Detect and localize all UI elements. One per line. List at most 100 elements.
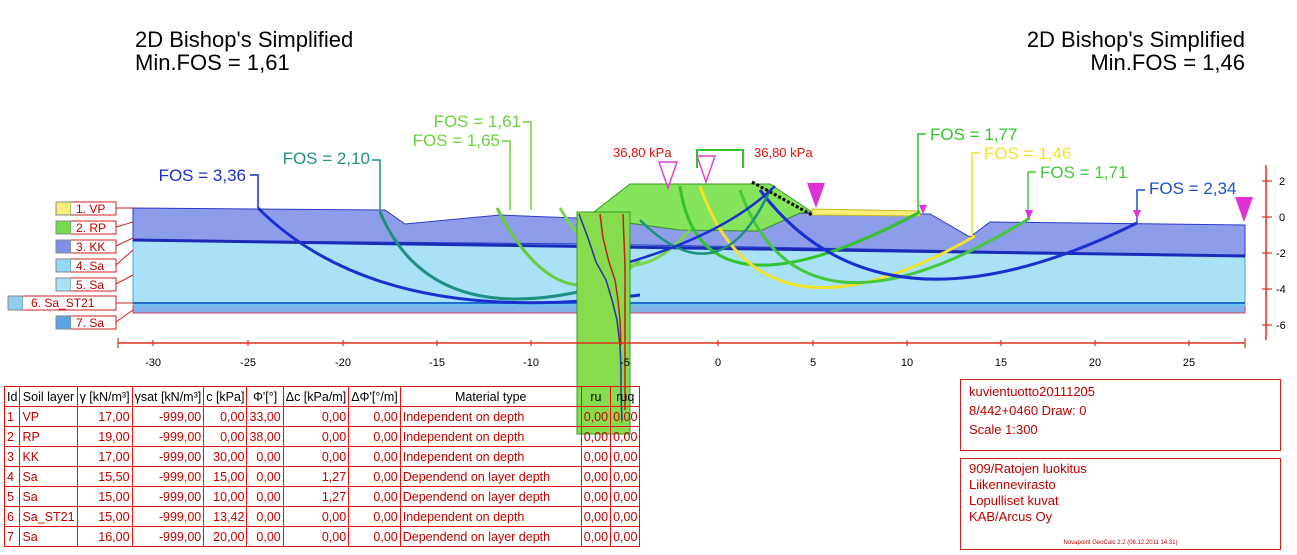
y-tick-label: -4: [1276, 284, 1286, 296]
cell: Independent on depth: [399, 406, 582, 427]
x-tick-label: -25: [240, 357, 256, 369]
cell: 33,00: [246, 406, 284, 427]
cell: -999,00: [131, 446, 205, 467]
left-title-method: 2D Bishop's Simplified: [135, 27, 354, 52]
cell: 0,00: [348, 506, 401, 527]
fos-177-leader: [917, 133, 926, 212]
legend-swatch-2: [55, 220, 72, 235]
cell: 17,00: [76, 406, 133, 427]
x-tick-label: 0: [715, 357, 721, 369]
y-tick-label: -2: [1276, 248, 1286, 260]
cell: Dependend on layer depth: [399, 486, 582, 507]
cell: 0,00: [348, 466, 401, 487]
fos-165-leader: [502, 140, 511, 210]
cell: -999,00: [131, 426, 205, 447]
legend-swatch-4: [55, 258, 72, 273]
col-header: ruq: [610, 386, 641, 407]
load-triangle-mid: [695, 155, 717, 185]
load-bracket: [696, 149, 744, 168]
x-tick-label: -10: [523, 357, 539, 369]
col-header: c [kPa]: [203, 386, 248, 407]
legend-label-2: 2. RP: [76, 221, 106, 235]
cell: 7: [3, 526, 21, 547]
cell: 0,00: [580, 406, 612, 427]
x-tick-label: 25: [1183, 357, 1195, 369]
fos-label-210: FOS = 2,10: [283, 149, 370, 168]
cell: 0,00: [580, 506, 612, 527]
legend-swatch-5: [55, 277, 72, 292]
cell: 10,00: [203, 486, 248, 507]
legend-label-7: 7. Sa: [76, 316, 104, 330]
cell: 0,00: [348, 526, 401, 547]
cell: 0,00: [610, 426, 641, 447]
software-footer: Novapoint GeoCalc 2.2 (06.12.2011 14:31): [1063, 540, 1178, 546]
cell: 0,00: [580, 526, 612, 547]
cell: 0,00: [282, 446, 350, 467]
legend-tag-5: [71, 277, 117, 292]
x-tick-label: 15: [995, 357, 1007, 369]
cell: 2: [3, 426, 21, 447]
cell: Dependend on layer depth: [399, 466, 582, 487]
cell: 0,00: [348, 426, 401, 447]
cell: Sa_ST21: [19, 506, 78, 527]
cell: -999,00: [131, 486, 205, 507]
small-marker-3: [1133, 210, 1141, 219]
info-line-scale: Scale 1:300: [969, 422, 1038, 437]
fos-label-177: FOS = 1,77: [930, 125, 1017, 144]
fos-234-leader: [1136, 189, 1145, 223]
load-label-right: 36,80 kPa: [754, 145, 813, 160]
profile-curve-red-2: [622, 213, 626, 410]
legend-swatch-1: [55, 201, 72, 216]
profile-curve-red-1: [599, 213, 622, 346]
col-header: Soil layer: [19, 386, 78, 407]
cell: 6: [3, 506, 21, 527]
slip-circle-fos-234: [758, 189, 1138, 281]
cell: RP: [19, 426, 78, 447]
left-title: 2D Bishop's Simplified Min.FOS = 1,61: [135, 28, 353, 74]
fos-210-leader: [372, 159, 381, 212]
fos-label-161: FOS = 1,61: [434, 112, 521, 131]
dotted-slope: [751, 180, 813, 217]
cell: 0,00: [580, 486, 612, 507]
legend-tag-3: [71, 239, 117, 254]
cell: 1,27: [282, 466, 350, 487]
cell: 38,00: [246, 426, 284, 447]
small-marker-2: [1025, 210, 1033, 219]
y-tick-label: 0: [1279, 212, 1285, 224]
fos-label-336: FOS = 3,36: [159, 166, 246, 185]
right-title: 2D Bishop's Simplified Min.FOS = 1,46: [1027, 28, 1245, 74]
small-marker-1: [919, 205, 927, 214]
cell: 0,00: [246, 486, 284, 507]
cell: VP: [19, 406, 78, 427]
x-tick-label: -30: [145, 357, 161, 369]
cell: 0,00: [610, 446, 641, 467]
cell: -999,00: [131, 466, 205, 487]
slip-circle-right-dark: [639, 189, 772, 255]
cell: Dependend on layer depth: [399, 526, 582, 547]
x-axis-ticks: -30 -25 -20 -15 -10 -5 0 5 10 15 20 25: [145, 357, 1195, 369]
legend-label-1: 1. VP: [76, 202, 105, 216]
slip-circle-fos-210: [378, 211, 596, 301]
load-label-left: 36,80 kPa: [613, 145, 672, 160]
legend-label-3: 3. KK: [76, 240, 105, 254]
water-level-left-marker: [807, 183, 825, 208]
project-line-4: KAB/Arcus Oy: [969, 509, 1053, 524]
drawing-info-box: kuvientuotto20111205 8/442+0460 Draw: 0 …: [960, 379, 1281, 451]
legend-swatch-3: [55, 239, 72, 254]
cell: 0,00: [348, 486, 401, 507]
cell: -999,00: [131, 506, 205, 527]
col-header: γ [kN/m³]: [76, 386, 133, 407]
cell: 0,00: [246, 526, 284, 547]
col-header: Id: [3, 386, 21, 407]
x-tick-label: 5: [810, 357, 816, 369]
x-tick-label: 10: [901, 357, 913, 369]
legend-tag-4: [71, 258, 117, 273]
fos-label-165: FOS = 1,65: [413, 131, 500, 150]
water-level-right-marker: [1235, 197, 1253, 222]
right-title-method: 2D Bishop's Simplified: [1026, 27, 1245, 52]
cell: 19,00: [76, 426, 133, 447]
